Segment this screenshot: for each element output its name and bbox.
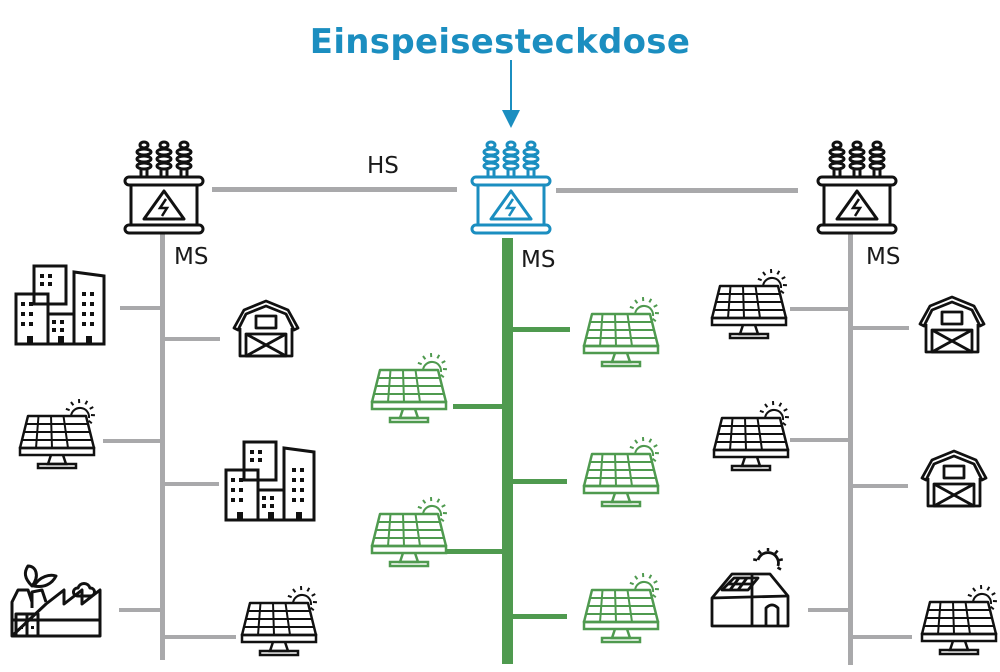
solar-panel-icon [370, 350, 454, 428]
branch-green [513, 614, 567, 619]
branch-green [447, 549, 503, 554]
branch [163, 482, 219, 486]
solar-panel-icon [582, 434, 666, 512]
solar-panel-icon [582, 570, 666, 648]
branch [852, 484, 908, 488]
barn-icon [920, 448, 988, 514]
solar-panel-icon [582, 294, 666, 372]
solar-panel-icon [240, 583, 324, 661]
branch-green [513, 479, 567, 484]
branch [852, 635, 912, 639]
branch [790, 438, 849, 442]
arrow-down-icon [502, 60, 520, 128]
branch [120, 306, 162, 310]
branch [103, 439, 162, 443]
solar-panel-icon [712, 398, 796, 476]
diagram-title: Einspeisesteckdose [309, 22, 691, 62]
green-factory-icon [6, 552, 106, 644]
solar-panel-icon [920, 582, 1000, 660]
solar-panel-icon [710, 266, 794, 344]
feed-in-transformer-icon [469, 139, 553, 243]
branch [808, 608, 849, 612]
barn-icon [918, 294, 986, 360]
hs-line-left [212, 187, 457, 192]
branch [163, 635, 236, 639]
office-buildings-icon [222, 438, 318, 528]
branch-green [513, 327, 570, 332]
office-buildings-icon [12, 262, 108, 352]
barn-icon [232, 298, 300, 364]
ms-label-center: MS [521, 247, 556, 273]
branch-green [453, 404, 503, 409]
hs-line-right [556, 188, 798, 193]
solar-panel-icon [370, 494, 454, 572]
ms-trunk-center [502, 238, 513, 664]
ms-label-right: MS [866, 244, 901, 270]
branch [163, 337, 220, 341]
substation-transformer-icon [122, 139, 206, 243]
hs-label: HS [367, 153, 399, 179]
ms-label-left: MS [174, 244, 209, 270]
solar-house-icon [708, 547, 798, 634]
ms-trunk-right [848, 232, 853, 665]
ms-trunk-left [160, 232, 165, 660]
branch [119, 608, 162, 612]
branch [790, 307, 849, 311]
substation-transformer-icon [815, 139, 899, 243]
branch [852, 326, 909, 330]
solar-panel-icon [18, 396, 102, 474]
